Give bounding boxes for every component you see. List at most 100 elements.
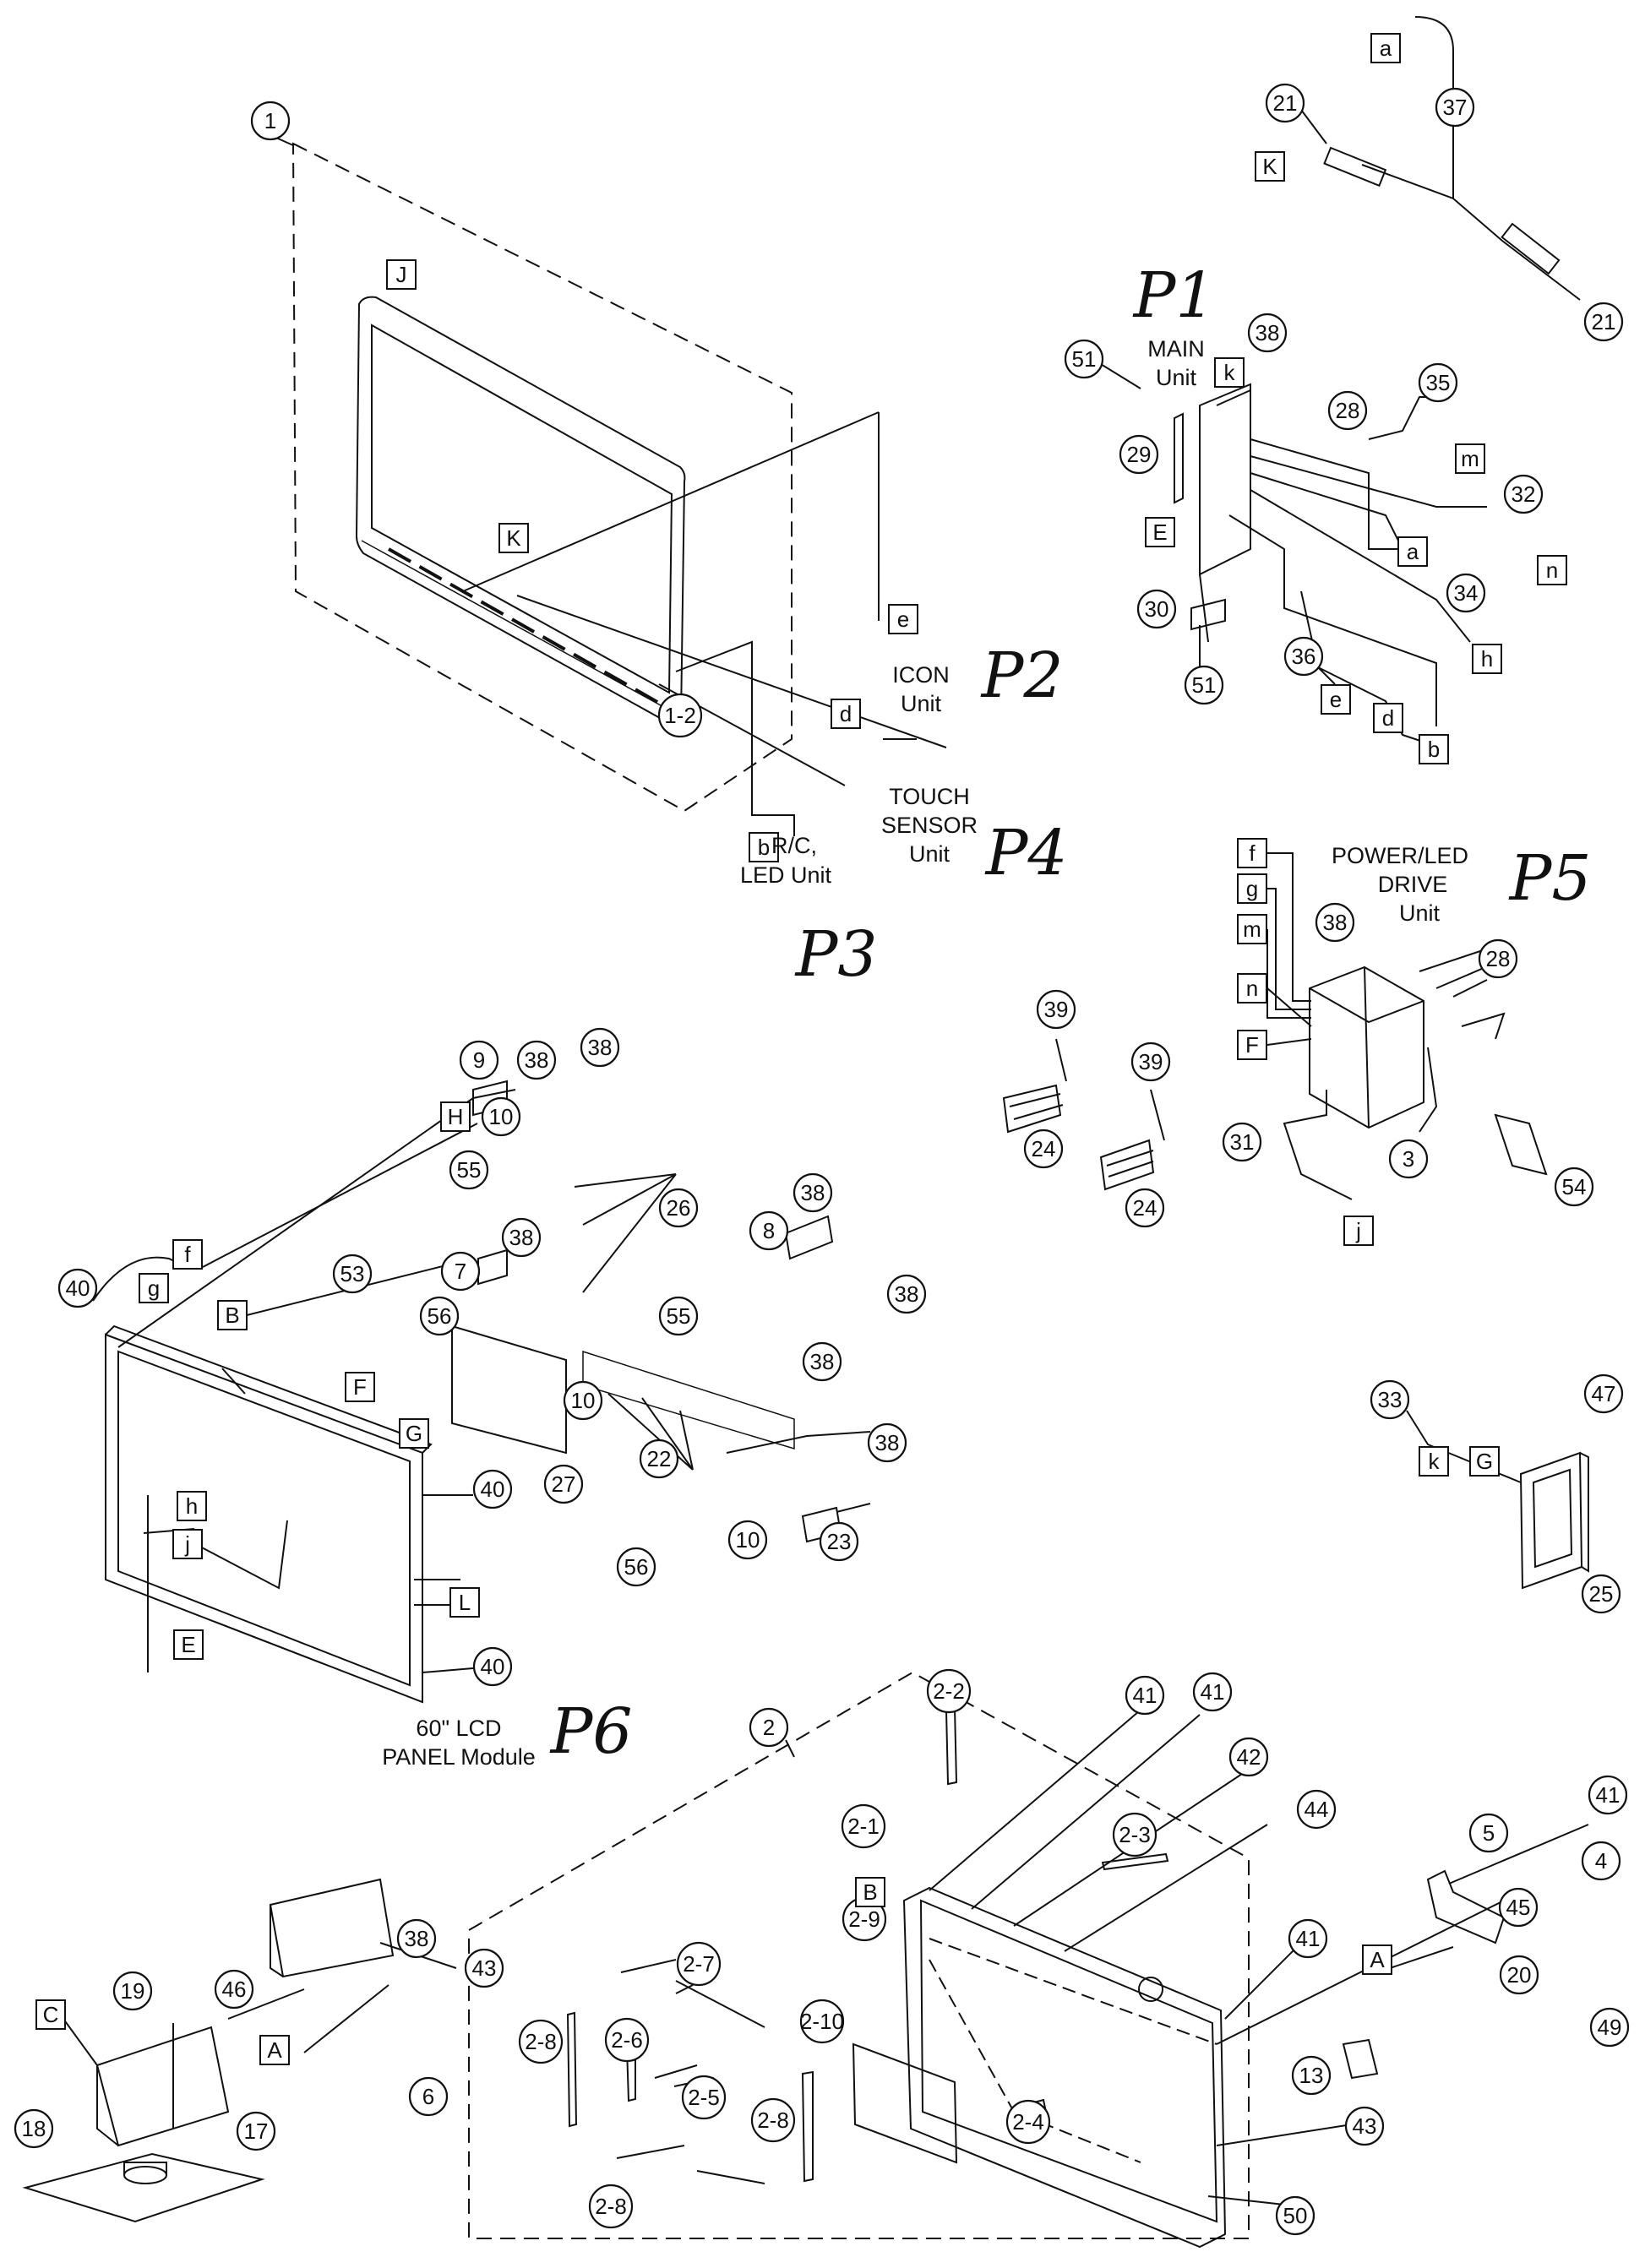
callout-2-6: 2-6 (604, 2017, 650, 2063)
unit-caption: ICON (892, 662, 950, 688)
connector-box-m: m (1455, 443, 1485, 474)
connector-box-label: h (1481, 646, 1493, 672)
callout-circle (1130, 1042, 1171, 1082)
connector-box-label: f (1249, 840, 1256, 866)
connector-box-B: B (855, 1877, 885, 1907)
callout-55: 55 (449, 1150, 489, 1190)
callout-55: 55 (658, 1296, 699, 1336)
callout-56: 56 (616, 1547, 656, 1587)
connector-box-frame (173, 1629, 204, 1660)
callout-circle (926, 1668, 972, 1714)
page-tag-p6: P6 (549, 1695, 633, 1768)
connector-box-label: j (1355, 1218, 1361, 1243)
connector-box-K: K (498, 523, 529, 553)
connector-box-label: L (459, 1590, 471, 1615)
callout-label: 51 (1072, 346, 1097, 372)
callout-41: 41 (1588, 1775, 1628, 1815)
callout-circle (1583, 302, 1624, 342)
unit-caption: SENSOR (881, 813, 978, 838)
callout-label: 38 (875, 1430, 900, 1455)
speaker-box-25 (1519, 1451, 1583, 1590)
callout-label: 2-2 (933, 1678, 965, 1704)
callout-label: 21 (1592, 309, 1616, 334)
connector-box-m: m (1237, 914, 1267, 944)
connector-box-frame (259, 2035, 290, 2065)
callout-label: 2-9 (848, 1906, 880, 1932)
connector-box-a: a (1370, 33, 1401, 63)
callout-circle (1265, 83, 1305, 123)
callout-38: 38 (1315, 902, 1355, 943)
callout-circle (819, 1521, 859, 1562)
callout-label: 2-10 (800, 2009, 844, 2034)
callout-51: 51 (1064, 339, 1104, 379)
callout-circle (236, 2111, 276, 2151)
connector-box-frame (172, 1529, 203, 1559)
callout-38: 38 (1247, 313, 1288, 353)
connector-box-label: n (1246, 976, 1258, 1001)
callout-label: 26 (667, 1195, 691, 1221)
callout-circle (481, 1096, 521, 1137)
callout-circle (1119, 434, 1159, 475)
callout-18: 18 (14, 2108, 54, 2149)
callout-2-5: 2-5 (681, 2075, 727, 2120)
connector-box-frame (1419, 734, 1449, 764)
callout-label: 1 (264, 108, 276, 133)
callout-2-3: 2-3 (1112, 1812, 1157, 1857)
callout-label: 55 (457, 1157, 482, 1183)
callout-label: 2-6 (611, 2027, 643, 2053)
callout-circle (396, 1918, 437, 1959)
callout-circle (1478, 938, 1518, 979)
callout-label: 10 (489, 1104, 514, 1129)
connector-box-label: H (448, 1104, 464, 1129)
callout-40: 40 (472, 1469, 513, 1509)
callout-40: 40 (57, 1268, 98, 1308)
callout-49: 49 (1589, 2007, 1630, 2048)
unit-caption: Unit (909, 841, 951, 867)
connector-box-j: j (1343, 1216, 1374, 1246)
callout-label: 3 (1403, 1146, 1414, 1172)
connector-box-h: h (1472, 644, 1502, 674)
connector-box-label: K (1262, 154, 1277, 179)
callout-label: 41 (1201, 1679, 1225, 1705)
page-tag-p1: P1 (1132, 259, 1216, 332)
callout-circle (459, 1040, 499, 1080)
callout-54: 54 (1554, 1167, 1594, 1207)
connector-box-label: g (148, 1275, 160, 1301)
connector-box-label: e (1330, 687, 1342, 712)
connector-box-J: J (386, 259, 417, 290)
callout-label: 2-5 (688, 2085, 720, 2110)
callout-17: 17 (236, 2111, 276, 2151)
connector-box-label: b (758, 835, 770, 860)
callout-label: 39 (1044, 997, 1069, 1022)
callout-circle (802, 1341, 842, 1382)
connector-box-label: E (1152, 519, 1167, 545)
page-tag-p5: P5 (1508, 842, 1592, 915)
callout-20: 20 (1499, 1955, 1539, 1995)
callout-circle (750, 2097, 796, 2143)
callout-2-10: 2-10 (799, 1999, 845, 2044)
callout-circle (332, 1254, 373, 1294)
callout-31: 31 (1222, 1122, 1262, 1162)
callout-45: 45 (1498, 1887, 1539, 1928)
callout-21: 21 (1583, 302, 1624, 342)
callout-5: 5 (1468, 1813, 1509, 1853)
callout-label: 13 (1299, 2063, 1324, 2088)
callout-26: 26 (658, 1188, 699, 1228)
callout-23: 23 (819, 1521, 859, 1562)
callout-circle (1370, 1379, 1410, 1420)
callout-circle (57, 1268, 98, 1308)
connector-box-frame (1370, 33, 1401, 63)
connector-box-frame (1472, 644, 1502, 674)
callout-label: 38 (895, 1281, 919, 1307)
callout-circle (749, 1210, 789, 1251)
connector-box-label: A (1370, 1947, 1385, 1972)
assembly-2-dashed-outline (468, 1671, 1250, 2239)
bracket-24-a (1002, 1084, 1062, 1134)
callout-1-2: 1-2 (657, 693, 703, 738)
unit-caption: R/C, (771, 833, 817, 858)
callout-51: 51 (1184, 665, 1224, 705)
callout-label: 34 (1454, 580, 1479, 606)
connector-box-E: E (1145, 517, 1175, 547)
